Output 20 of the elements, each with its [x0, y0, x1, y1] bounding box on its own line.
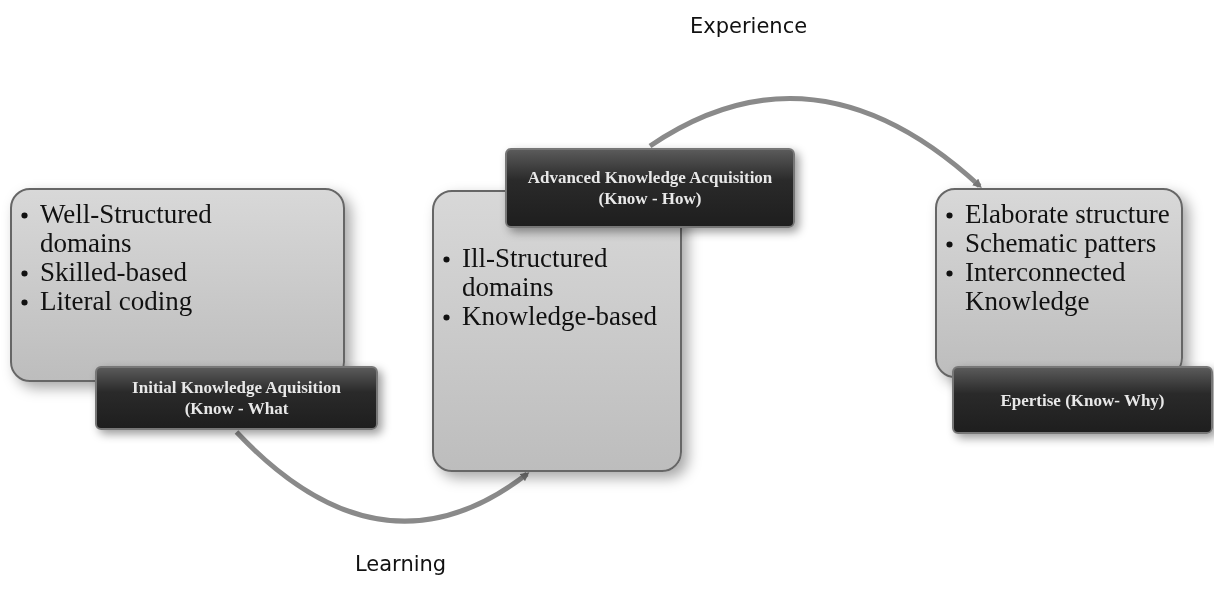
process-label: Experience: [690, 14, 808, 38]
bullet-item: Ill-Structured domains: [462, 243, 608, 302]
content-card: [935, 188, 1183, 378]
bullet-item: Knowledge-based: [462, 301, 657, 331]
bullet-item: Elaborate structure: [965, 199, 1170, 229]
process-label: Learning: [355, 552, 447, 576]
curved-arrow: [234, 430, 530, 524]
stage-title: Initial Knowledge Aquisition (Know - What: [131, 377, 342, 419]
stage-label-box: [505, 148, 795, 228]
content-card: [10, 188, 345, 382]
stage-label-box: [95, 366, 378, 430]
stage-label-box: [952, 366, 1213, 434]
curved-arrow: [648, 96, 982, 188]
bullet-item: Skilled-based: [40, 257, 187, 287]
bullet-item: Interconnected Knowledge: [965, 257, 1126, 316]
stage-title: Advanced Knowledge Acquisition (Know - How): [526, 167, 774, 209]
stage-title: Epertise (Know- Why): [1000, 389, 1165, 411]
bullet-item: Schematic patters: [965, 228, 1157, 258]
bullet-item: Well-Structured domains: [40, 199, 212, 258]
bullet-item: Literal coding: [40, 286, 193, 316]
